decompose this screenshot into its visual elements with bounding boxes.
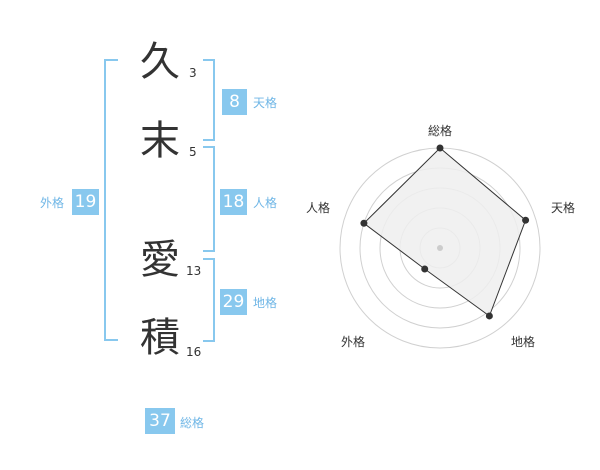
radar-points <box>360 144 530 320</box>
radar-polygon <box>363 147 527 317</box>
tenkaku-badge: 8 <box>222 89 247 115</box>
name-char-1: 久 <box>140 39 180 85</box>
name-char-4: 積 <box>140 315 180 361</box>
gaikaku-bracket <box>104 59 118 341</box>
stroke-count-2: 5 <box>189 145 197 159</box>
radar-label-chikaku: 地格 <box>511 335 536 349</box>
soukaku-label: 総格 <box>180 416 205 430</box>
radar-point-4 <box>421 265 429 273</box>
chikaku-bracket <box>203 258 215 342</box>
jinkaku-label: 人格 <box>253 196 278 210</box>
soukaku-badge: 37 <box>145 408 175 434</box>
chikaku-badge: 29 <box>220 289 247 315</box>
jinkaku-badge: 18 <box>220 189 247 215</box>
chikaku-label: 地格 <box>253 296 278 310</box>
radar-label-gaikaku: 外格 <box>341 335 366 349</box>
radar-point-2 <box>522 216 530 224</box>
radar-center <box>437 245 443 251</box>
tenkaku-label: 天格 <box>253 96 278 110</box>
stroke-count-3: 13 <box>186 264 202 278</box>
radar-point-5 <box>360 219 368 227</box>
name-char-3: 愛 <box>140 237 180 283</box>
name-char-2: 末 <box>140 118 180 164</box>
gaikaku-label: 外格 <box>40 196 65 210</box>
gaikaku-badge: 19 <box>72 189 99 215</box>
tenkaku-bracket <box>203 59 215 141</box>
stroke-count-4: 16 <box>186 345 202 359</box>
radar-point-3 <box>485 312 493 320</box>
jinkaku-bracket <box>203 146 215 252</box>
radar-label-jinkaku: 人格 <box>306 201 331 215</box>
radar-label-soukaku: 総格 <box>428 124 453 138</box>
radar-point-1 <box>436 144 444 152</box>
radar-label-tenkaku: 天格 <box>551 201 576 215</box>
stroke-count-1: 3 <box>189 66 197 80</box>
